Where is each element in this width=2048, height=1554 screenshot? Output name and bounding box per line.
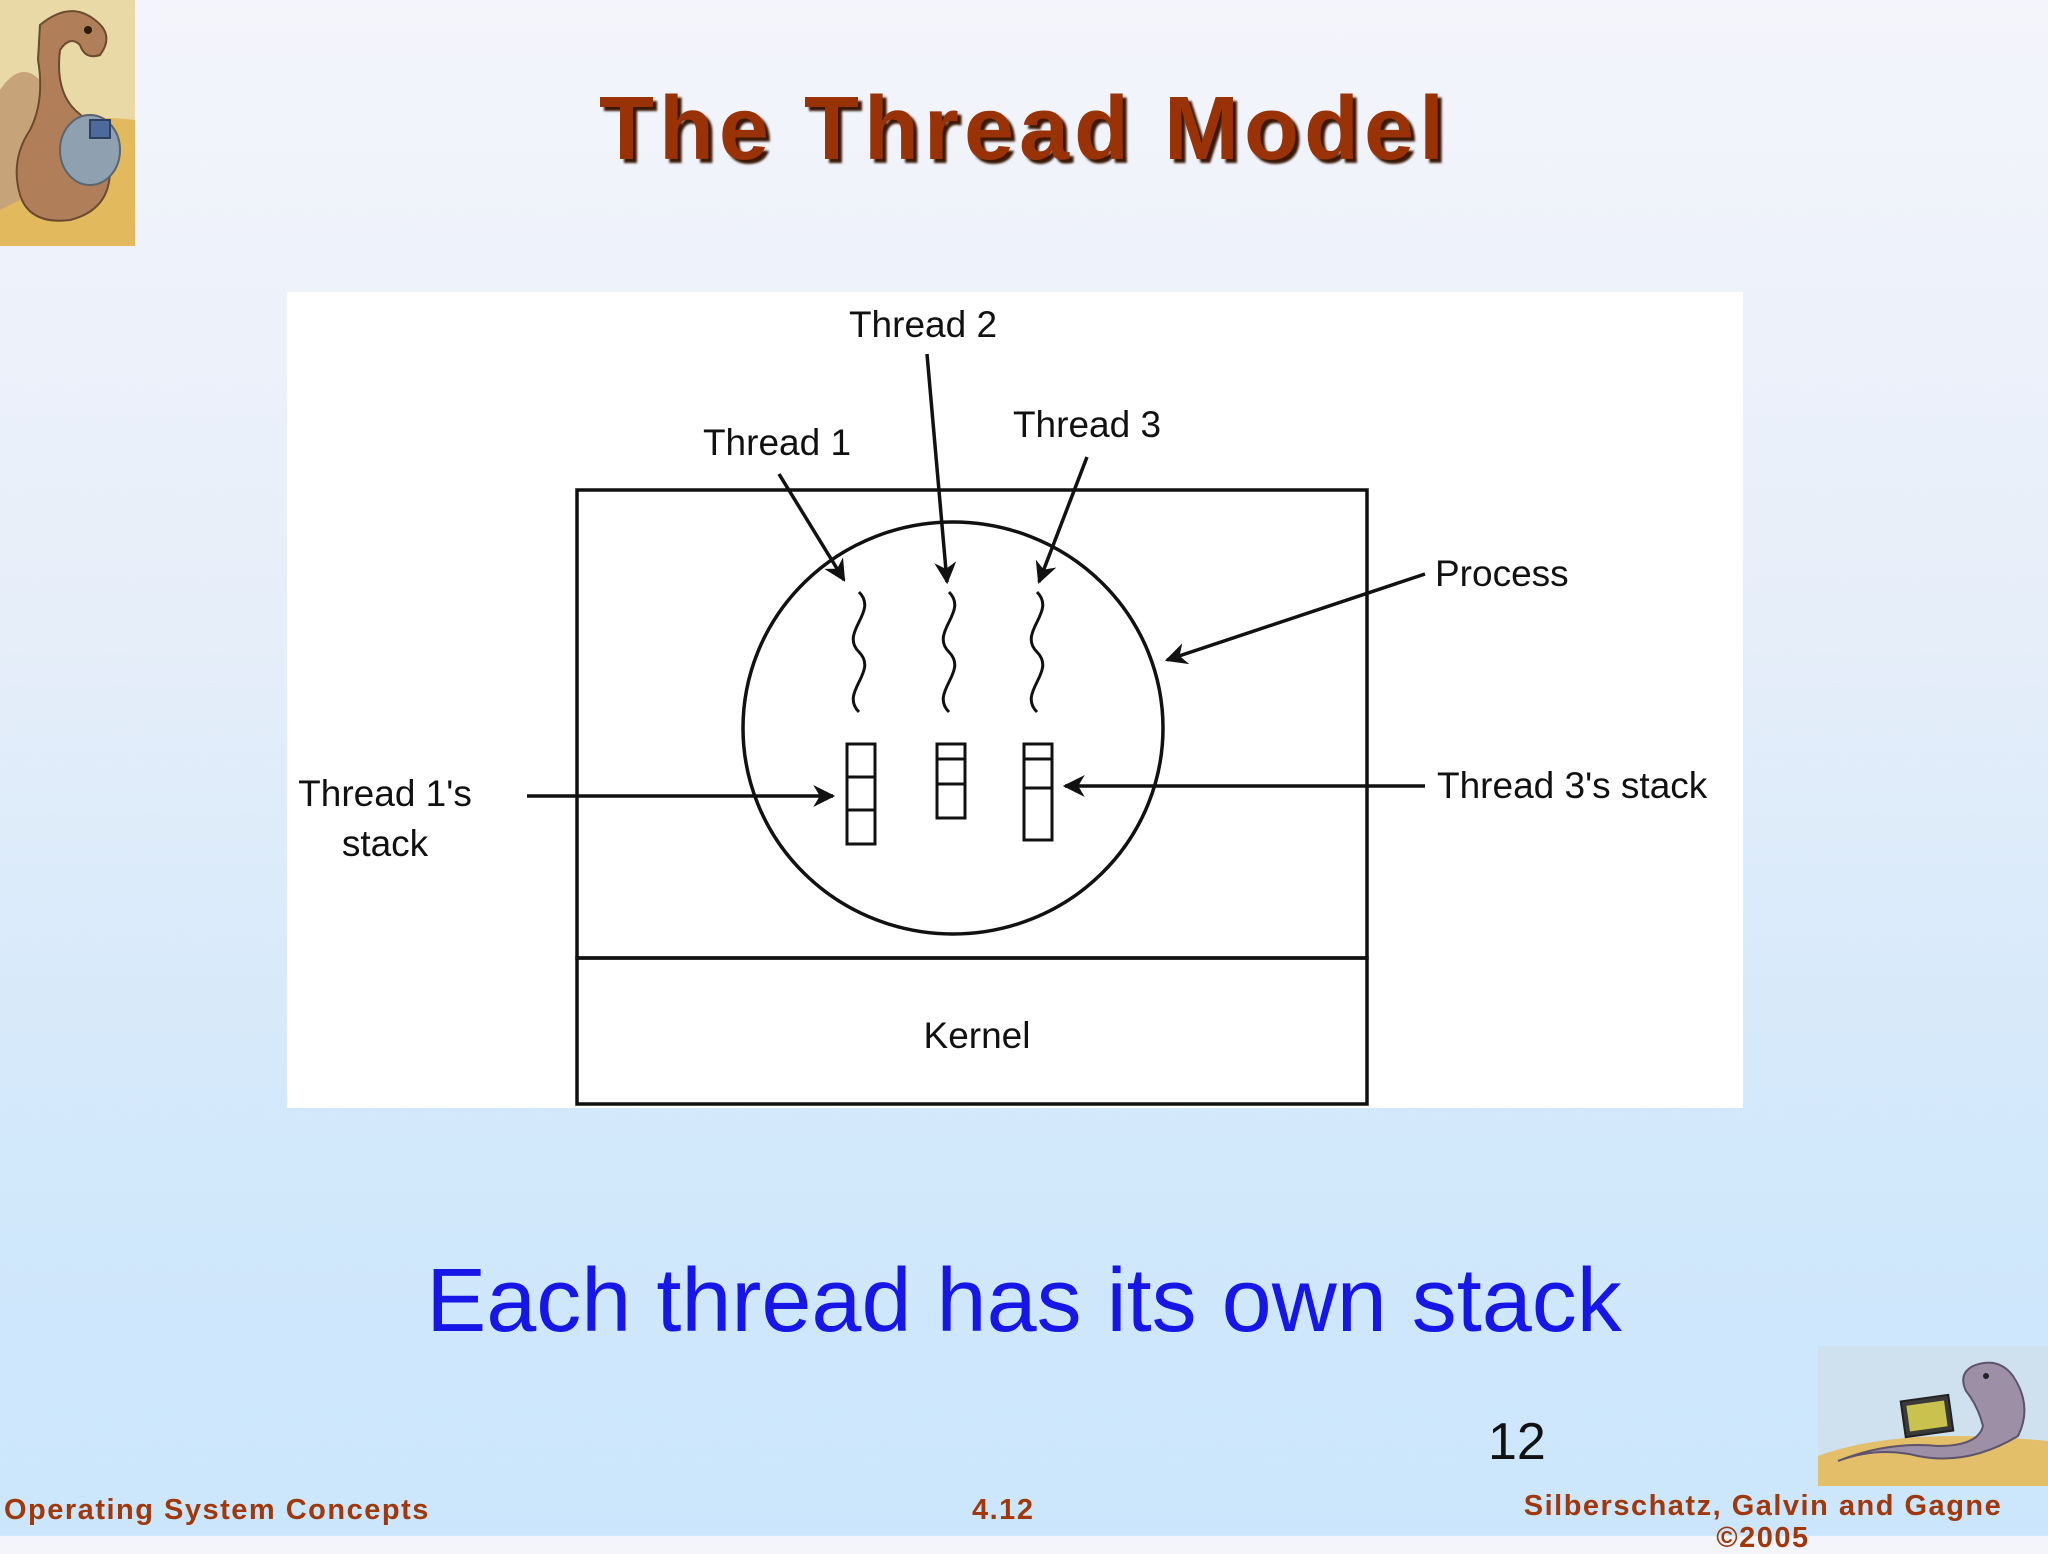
footer-book-title: Operating System Concepts <box>4 1494 430 1526</box>
thread-1-arrow <box>777 473 846 582</box>
kernel-box <box>575 956 1369 1106</box>
process-circle <box>741 520 1165 936</box>
thread-1-stack-label-line1: Thread 1's <box>298 773 472 814</box>
thread-2-stack <box>935 742 967 820</box>
thread-model-diagram: Thread 2 Thread 1 Thread 3 Process Threa… <box>287 292 1743 1108</box>
slide-caption: Each thread has its own stack <box>426 1251 1622 1351</box>
thread-3-stack-label: Thread 3's stack <box>1437 765 1708 806</box>
kernel-label: Kernel <box>924 1015 1031 1056</box>
process-arrow <box>1164 572 1426 665</box>
dinosaur-mascot-top-left <box>0 0 135 246</box>
footer-authors: Silberschatz, Galvin and Gagne ©2005 <box>1523 1490 2003 1554</box>
thread-3-squiggle <box>1029 590 1045 714</box>
thread-2-squiggle <box>941 590 957 714</box>
dinosaur-reading-image <box>0 0 135 246</box>
thread-model-diagram-svg: Thread 2 Thread 1 Thread 3 Process Threa… <box>298 304 1708 1106</box>
thread-3-stack <box>1022 742 1054 842</box>
thread-1-label: Thread 1 <box>703 422 851 463</box>
thread-1-stack-label-line2: stack <box>342 823 429 864</box>
dinosaur-laptop-image <box>1818 1346 2048 1486</box>
thread-2-label: Thread 2 <box>849 304 997 345</box>
footer-authors-line2: ©2005 <box>1716 1522 1810 1554</box>
footer-slide-number: 4.12 <box>972 1494 1035 1526</box>
dinosaur-mascot-bottom-right <box>1818 1346 2048 1486</box>
process-box <box>575 488 1369 960</box>
thread-2-arrow <box>925 353 957 585</box>
footer-authors-line1: Silberschatz, Galvin and Gagne <box>1523 1490 2003 1522</box>
thread-1-squiggle <box>851 590 867 714</box>
thread-3-label: Thread 3 <box>1013 404 1161 445</box>
process-label: Process <box>1435 553 1569 594</box>
thread-3-arrow <box>1035 456 1089 585</box>
page-number: 12 <box>1488 1413 1546 1471</box>
slide-title: The Thread Model <box>598 79 1450 179</box>
thread-1-stack <box>845 742 877 846</box>
